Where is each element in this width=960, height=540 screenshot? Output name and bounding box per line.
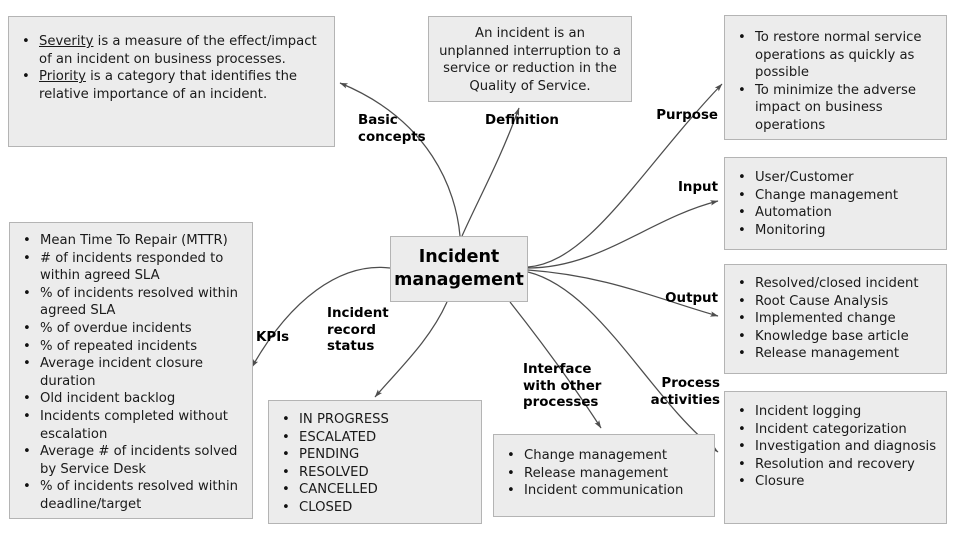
node-process-activities[interactable]: Incident logging Incident categorization…: [724, 391, 947, 524]
list-item: Implemented change: [738, 310, 940, 328]
node-purpose[interactable]: To restore normal service operations as …: [724, 15, 947, 140]
list-item: Closure: [738, 473, 940, 491]
list-item: Incident communication: [507, 482, 708, 500]
list-item: % of overdue incidents: [23, 320, 246, 338]
edge-basic-concepts: [339, 82, 461, 237]
list-item: Mean Time To Repair (MTTR): [23, 232, 246, 250]
list-item: Resolution and recovery: [738, 456, 940, 474]
edge-label-kpis: KPIs: [256, 330, 290, 345]
list-item: Release management: [738, 345, 940, 363]
list-item: Investigation and diagnosis: [738, 438, 940, 456]
node-incident-record-status[interactable]: IN PROGRESS ESCALATED PENDING RESOLVED C…: [268, 400, 482, 524]
list-item: Incident logging: [738, 403, 940, 421]
list-item: To minimize the adverse impact on busine…: [738, 82, 940, 135]
node-center-incident-management[interactable]: Incident management: [390, 236, 528, 302]
list-item: Change management: [507, 447, 708, 465]
node-kpis[interactable]: Mean Time To Repair (MTTR) # of incident…: [9, 222, 253, 519]
definition-text: An incident is an unplanned interruption…: [439, 26, 621, 94]
list-item: Change management: [738, 187, 940, 205]
list-item: Root Cause Analysis: [738, 293, 940, 311]
edge-label-incident-record-status: Incident record status: [327, 306, 389, 354]
list-item: Incidents completed without escalation: [23, 408, 246, 443]
edge-input: [527, 200, 719, 269]
list-item: Old incident backlog: [23, 390, 246, 408]
list-item: CANCELLED: [282, 481, 475, 499]
list-item: Release management: [507, 465, 708, 483]
list-item: % of incidents resolved within agreed SL…: [23, 285, 246, 320]
edge-label-process-activities: Process activities: [650, 376, 720, 408]
list-item: Resolved/closed incident: [738, 275, 940, 293]
list-item: To restore normal service operations as …: [738, 29, 940, 82]
node-interface-with-other-processes[interactable]: Change management Release management Inc…: [493, 434, 715, 517]
list-item: Severity is a measure of the effect/impa…: [22, 33, 328, 68]
list-item: Automation: [738, 204, 940, 222]
list-item: PENDING: [282, 446, 475, 464]
node-basic-concepts[interactable]: Severity is a measure of the effect/impa…: [8, 16, 335, 147]
edge-label-interface-with-other-processes: Interface with other processes: [523, 362, 602, 410]
list-item: Monitoring: [738, 222, 940, 240]
edge-label-purpose: Purpose: [656, 108, 718, 123]
list-item: # of incidents responded to within agree…: [23, 250, 246, 285]
list-item: Priority is a category that identifies t…: [22, 68, 328, 103]
list-item: RESOLVED: [282, 464, 475, 482]
list-item: ESCALATED: [282, 429, 475, 447]
edge-label-input: Input: [677, 180, 718, 195]
edge-label-output: Output: [665, 291, 718, 306]
list-item: Average incident closure duration: [23, 355, 246, 390]
list-item: Incident categorization: [738, 421, 940, 439]
list-item: CLOSED: [282, 499, 475, 517]
list-item: % of incidents resolved within deadline/…: [23, 478, 246, 513]
list-item: IN PROGRESS: [282, 411, 475, 429]
list-item: Knowledge base article: [738, 328, 940, 346]
edge-label-definition: Definition: [485, 113, 559, 128]
edge-label-basic-concepts: Basic concepts: [358, 113, 426, 145]
node-output[interactable]: Resolved/closed incident Root Cause Anal…: [724, 264, 947, 374]
emphasis-priority: Priority: [39, 69, 86, 85]
list-item: User/Customer: [738, 169, 940, 187]
node-definition[interactable]: An incident is an unplanned interruption…: [428, 16, 632, 102]
list-item: % of repeated incidents: [23, 338, 246, 356]
list-item: Average # of incidents solved by Service…: [23, 443, 246, 478]
center-node-label: Incident management: [394, 247, 524, 290]
node-input[interactable]: User/Customer Change management Automati…: [724, 157, 947, 250]
emphasis-severity: Severity: [39, 34, 94, 49]
